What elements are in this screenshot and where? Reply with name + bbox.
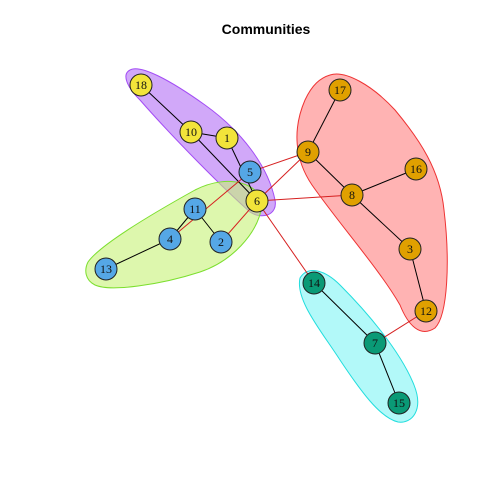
edge-6-8 (256, 194, 353, 202)
edge-17-9 (307, 89, 341, 153)
node-12: 12 (414, 299, 438, 323)
community-hulls (85, 68, 448, 423)
node-6: 6 (245, 189, 269, 213)
edge-6-9 (256, 151, 309, 202)
node-16: 16 (404, 157, 428, 181)
node-2: 2 (209, 230, 233, 254)
edge-10-6 (190, 131, 258, 202)
node-circle-13 (94, 257, 118, 281)
node-4: 4 (158, 227, 182, 251)
node-label-10: 10 (185, 125, 197, 139)
node-circle-4 (158, 227, 182, 251)
node-1: 1 (215, 126, 239, 150)
node-circle-1 (215, 126, 239, 150)
node-circle-9 (296, 140, 320, 164)
community-hull-red (296, 73, 448, 332)
node-circle-5 (238, 160, 262, 184)
node-label-18: 18 (135, 78, 147, 92)
node-circle-10 (179, 120, 203, 144)
node-label-15: 15 (393, 396, 405, 410)
node-9: 9 (296, 140, 320, 164)
edge-8-16 (351, 168, 417, 196)
edge-14-7 (313, 282, 376, 344)
node-label-5: 5 (247, 165, 253, 179)
node-15: 15 (387, 391, 411, 415)
node-14: 14 (302, 271, 326, 295)
node-circle-14 (302, 271, 326, 295)
node-label-1: 1 (224, 131, 230, 145)
node-5: 5 (238, 160, 262, 184)
node-label-8: 8 (349, 188, 355, 202)
node-label-16: 16 (410, 162, 422, 176)
node-circle-15 (387, 391, 411, 415)
node-circle-3 (398, 237, 422, 261)
node-18: 18 (129, 73, 153, 97)
node-label-4: 4 (167, 232, 173, 246)
node-circle-7 (363, 331, 387, 355)
node-circle-11 (183, 197, 207, 221)
node-11: 11 (183, 197, 207, 221)
node-label-2: 2 (218, 235, 224, 249)
node-label-14: 14 (308, 276, 320, 290)
node-label-9: 9 (305, 145, 311, 159)
node-7: 7 (363, 331, 387, 355)
node-10: 10 (179, 120, 203, 144)
node-17: 17 (328, 78, 352, 102)
node-circle-16 (404, 157, 428, 181)
node-circle-12 (414, 299, 438, 323)
node-circle-17 (328, 78, 352, 102)
edge-6-14 (256, 200, 315, 284)
node-label-17: 17 (334, 83, 346, 97)
node-label-12: 12 (420, 304, 432, 318)
edge-4-5 (169, 171, 251, 240)
node-label-11: 11 (189, 202, 201, 216)
node-circle-18 (129, 73, 153, 97)
node-circle-8 (340, 183, 364, 207)
node-8: 8 (340, 183, 364, 207)
edge-4-13 (105, 238, 171, 270)
node-label-7: 7 (372, 336, 378, 350)
plot-title: Communities (222, 21, 311, 37)
node-3: 3 (398, 237, 422, 261)
node-label-13: 13 (100, 262, 112, 276)
node-circle-6 (245, 189, 269, 213)
node-label-6: 6 (254, 194, 260, 208)
community-hull-cyan (298, 270, 419, 423)
node-label-3: 3 (407, 242, 413, 256)
edge-8-3 (351, 194, 411, 250)
node-circle-2 (209, 230, 233, 254)
node-13: 13 (94, 257, 118, 281)
